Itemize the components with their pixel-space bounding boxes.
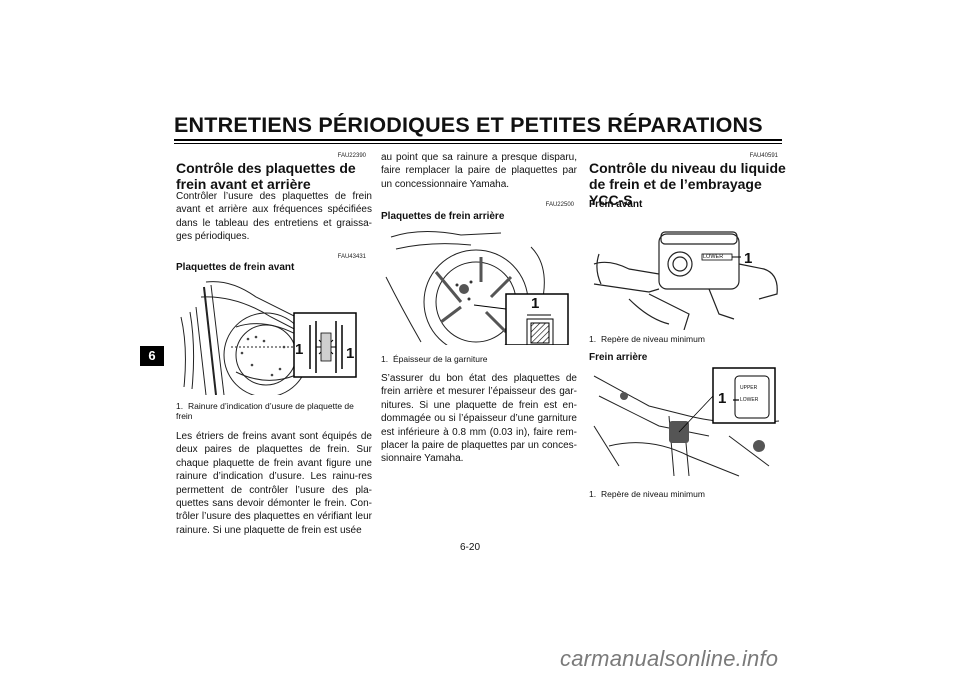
figure-caption: 1. Épaisseur de la garniture bbox=[381, 354, 577, 364]
intro-paragraph: Contrôler l’usure des plaquettes de frei… bbox=[176, 191, 372, 243]
reference-code: FAU43431 bbox=[337, 254, 366, 260]
lower-level-mark: LOWER bbox=[740, 397, 759, 403]
rear-reservoir-figure: UPPER LOWER 1 bbox=[589, 366, 783, 482]
rear-reservoir-illustration bbox=[593, 367, 780, 477]
caption-number: 1. bbox=[381, 354, 389, 364]
reference-code: FAU22500 bbox=[545, 202, 574, 208]
figure-callout-number: 1 bbox=[531, 295, 540, 312]
figure-callout-number: 1 bbox=[718, 390, 727, 407]
caption-number: 1. bbox=[176, 401, 184, 411]
front-brake-pad-figure: 1 1 bbox=[176, 277, 366, 398]
watermark: carmanualsonline.info bbox=[560, 646, 779, 671]
upper-level-mark: UPPER bbox=[740, 385, 758, 391]
front-reservoir-figure: LOWER 1 bbox=[589, 214, 783, 331]
subsection-title-rear-pads: Plaquettes de frein arrière bbox=[381, 211, 505, 222]
figure-caption: 1.Rainure d’indication d’usure de plaque… bbox=[176, 401, 372, 421]
header-rule bbox=[174, 139, 782, 141]
reference-code: FAU22390 bbox=[337, 153, 366, 159]
section-title-brake-pads: Contrôle des plaquettes de frein avant e… bbox=[176, 160, 356, 192]
front-reservoir-illustration bbox=[593, 231, 778, 331]
rear-brake-illustration bbox=[385, 230, 569, 355]
chapter-tab: 6 bbox=[140, 346, 164, 366]
figure-caption: 1. Repère de niveau minimum bbox=[589, 489, 785, 499]
continuation-paragraph: au point que sa rainure a presque dispar… bbox=[381, 152, 577, 190]
subsection-title-rear-brake: Frein arrière bbox=[589, 352, 648, 363]
page-number: 6-20 bbox=[460, 542, 481, 553]
figure-callout-number: 1 bbox=[295, 341, 304, 358]
reference-code: FAU40591 bbox=[749, 153, 778, 159]
caption-text: Rainure d’indication d’usure de plaquett… bbox=[176, 401, 354, 421]
page-title: ENTRETIENS PÉRIODIQUES ET PETITES RÉPARA… bbox=[174, 113, 763, 137]
caption-number: 1. bbox=[589, 489, 597, 499]
subsection-title-front-pads: Plaquettes de frein avant bbox=[176, 262, 295, 273]
caption-text: Repère de niveau minimum bbox=[601, 489, 705, 499]
rear-pads-paragraph: S’assurer du bon état des plaquettes de … bbox=[381, 373, 577, 465]
figure-callout-number: 1 bbox=[744, 250, 753, 267]
front-pads-paragraph: Les étriers de freins avant sont équipés… bbox=[176, 431, 372, 536]
caption-text: Repère de niveau minimum bbox=[601, 334, 705, 344]
caption-text: Épaisseur de la garniture bbox=[393, 354, 488, 364]
caption-number: 1. bbox=[589, 334, 597, 344]
front-brake-illustration bbox=[180, 281, 357, 398]
section-title-fluid-level: Contrôle du niveau du liquide de frein e… bbox=[589, 160, 786, 208]
lower-level-mark: LOWER bbox=[703, 254, 724, 260]
header-rule-thin bbox=[174, 143, 782, 144]
figure-callout-number: 1 bbox=[346, 345, 355, 362]
figure-caption: 1. Repère de niveau minimum bbox=[589, 334, 785, 344]
rear-brake-pad-figure: 1 bbox=[381, 227, 577, 355]
subsection-title-front-brake: Frein avant bbox=[589, 199, 643, 210]
